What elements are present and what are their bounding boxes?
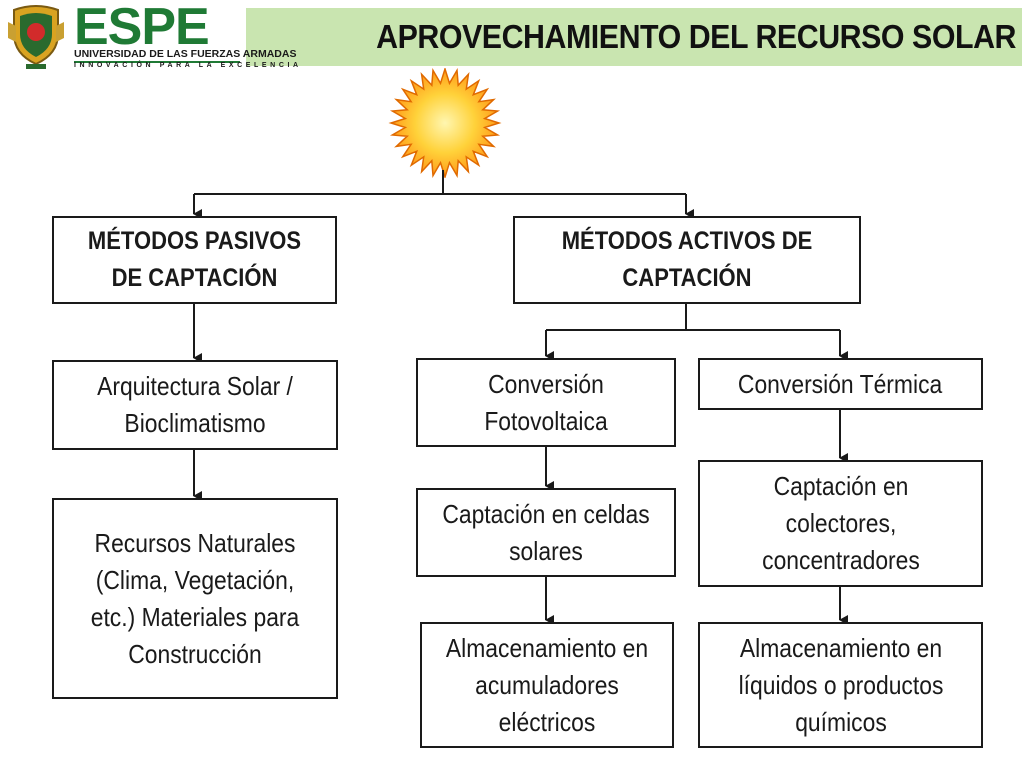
thermal-conversion-box: Conversión Térmica [698,358,983,410]
photovoltaic-conversion-label: Conversión Fotovoltaica [484,368,608,436]
thermal-conversion-label: Conversión Térmica [738,368,943,399]
solar-cells-box: Captación en celdas solares [416,488,676,577]
logo-divider [74,61,240,63]
sun-icon [388,68,502,178]
logo-tagline: INNOVACIÓN PARA LA EXCELENCIA [74,62,302,69]
logo-wordmark: ESPE [74,0,210,56]
active-methods-box: MÉTODOS ACTIVOS DE CAPTACIÓN [513,216,861,304]
espe-logo: ESPE UNIVERSIDAD DE LAS FUERZAS ARMADAS … [4,0,298,70]
page-title: APROVECHAMIENTO DEL RECURSO SOLAR [376,18,1016,55]
shield-icon [8,5,64,69]
collectors-label: Captación en colectores, concentradores [761,471,920,575]
natural-resources-label: Recursos Naturales (Clima, Vegetación, e… [90,527,300,669]
collectors-box: Captación en colectores, concentradores [698,460,983,587]
solar-architecture-box: Arquitectura Solar / Bioclimatismo [52,360,338,450]
solar-architecture-label: Arquitectura Solar / Bioclimatismo [97,371,293,438]
active-methods-label: MÉTODOS ACTIVOS DE CAPTACIÓN [561,227,813,292]
solar-cells-label: Captación en celdas solares [442,498,650,566]
photovoltaic-conversion-box: Conversión Fotovoltaica [416,358,676,447]
logo-university-name: UNIVERSIDAD DE LAS FUERZAS ARMADAS [74,48,297,60]
header-bar [246,8,1022,66]
chemical-storage-box: Almacenamiento en líquidos o productos q… [698,622,983,748]
chemical-storage-label: Almacenamiento en líquidos o productos q… [738,632,943,737]
natural-resources-box: Recursos Naturales (Clima, Vegetación, e… [52,498,338,699]
electric-storage-label: Almacenamiento en acumuladores eléctrico… [445,632,649,737]
passive-methods-box: MÉTODOS PASIVOS DE CAPTACIÓN [52,216,337,304]
electric-storage-box: Almacenamiento en acumuladores eléctrico… [420,622,674,748]
passive-methods-label: MÉTODOS PASIVOS DE CAPTACIÓN [87,227,302,292]
